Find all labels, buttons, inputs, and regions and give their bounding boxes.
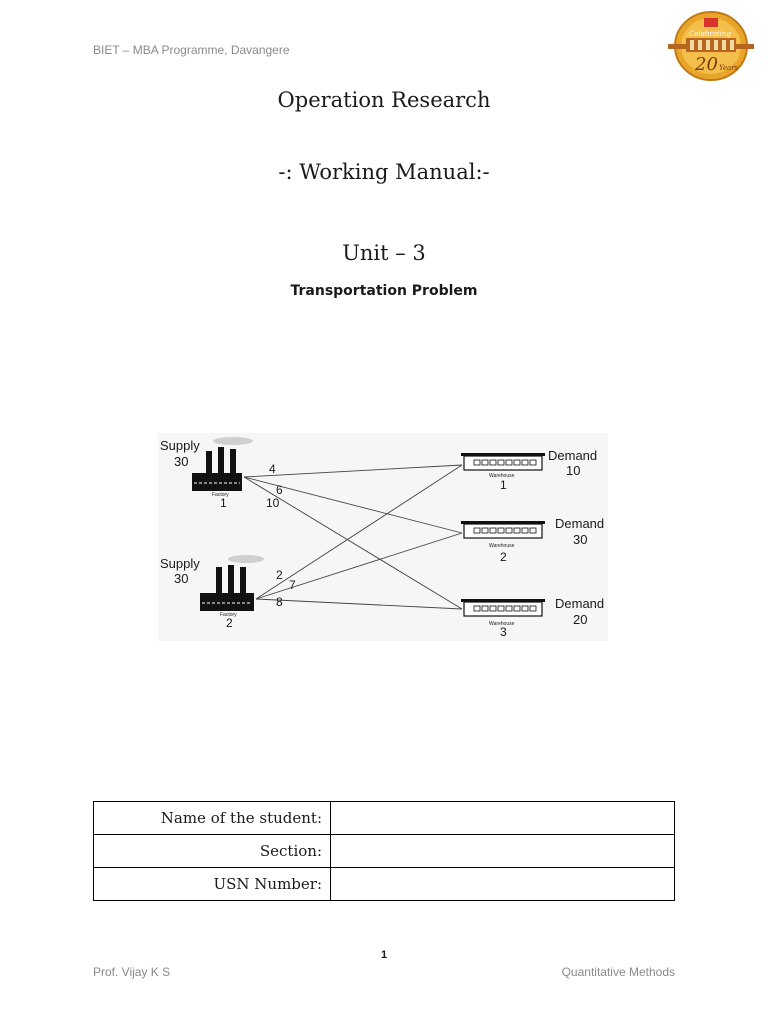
footer-subject: Quantitative Methods — [561, 965, 675, 979]
svg-text:Supply: Supply — [160, 556, 200, 571]
warehouse-2: Warehouse 2 Demand 30 — [461, 516, 604, 564]
svg-text:1: 1 — [220, 496, 227, 510]
table-row: Name of the student: — [93, 801, 675, 835]
transportation-network-diagram: Supply 30 Factory 1 Supply 30 Factory 2 — [158, 433, 608, 641]
cost-label-1-1: 4 — [269, 462, 276, 476]
svg-text:10: 10 — [566, 463, 580, 478]
section-field[interactable] — [330, 834, 675, 868]
usn-label: USN Number: — [93, 867, 331, 901]
svg-text:30: 30 — [174, 571, 188, 586]
anniversary-logo: 20 Years Celebrating — [668, 11, 754, 81]
usn-field[interactable] — [330, 867, 675, 901]
cost-label-1-2: 6 — [276, 483, 283, 497]
svg-text:Demand: Demand — [555, 596, 604, 611]
factory-1-icon — [192, 437, 253, 491]
svg-text:30: 30 — [573, 532, 587, 547]
header-institution: BIET – MBA Programme, Davangere — [93, 43, 290, 57]
svg-text:Warehouse: Warehouse — [489, 543, 515, 549]
factory-2: Supply 30 Factory 2 — [160, 555, 264, 630]
svg-text:Demand: Demand — [548, 448, 597, 463]
svg-text:Warehouse: Warehouse — [489, 473, 515, 479]
cost-label-2-2: 7 — [289, 578, 296, 592]
factory-1: Supply 30 Factory 1 — [160, 437, 253, 510]
warehouse-2-icon — [461, 521, 545, 539]
footer-author: Prof. Vijay K S — [93, 965, 171, 979]
svg-text:30: 30 — [174, 454, 188, 469]
cost-label-2-3: 8 — [276, 595, 283, 609]
svg-text:3: 3 — [500, 625, 507, 639]
warehouse-3: Warehouse 3 Demand 20 — [461, 596, 604, 639]
route-lines — [243, 464, 463, 610]
svg-text:Factory: Factory — [220, 612, 237, 618]
course-title: Operation Research — [277, 88, 491, 112]
svg-text:Factory: Factory — [212, 492, 229, 498]
svg-text:20: 20 — [694, 54, 718, 75]
svg-text:Celebrating: Celebrating — [689, 30, 731, 38]
student-details-table: Name of the student: Section: USN Number… — [93, 801, 675, 901]
unit-title: Unit – 3 — [342, 241, 426, 265]
svg-text:Demand: Demand — [555, 516, 604, 531]
warehouse-1: Warehouse 1 Demand 10 — [461, 448, 597, 492]
route-line-1-2 — [243, 476, 463, 534]
route-line-1-3 — [243, 476, 463, 610]
svg-text:2: 2 — [226, 616, 233, 630]
table-row: Section: — [93, 834, 675, 868]
svg-text:20: 20 — [573, 612, 587, 627]
name-field[interactable] — [330, 801, 675, 835]
svg-text:Supply: Supply — [160, 438, 200, 453]
route-line-2-1 — [255, 464, 463, 600]
svg-text:1: 1 — [500, 478, 507, 492]
route-line-2-2 — [255, 532, 463, 600]
page-number: 1 — [380, 949, 388, 961]
manual-title: -: Working Manual:- — [278, 160, 490, 184]
warehouse-1-icon — [461, 453, 545, 471]
svg-text:2: 2 — [500, 550, 507, 564]
topic-title: Transportation Problem — [290, 283, 478, 299]
table-row: USN Number: — [93, 867, 675, 901]
svg-text:Warehouse: Warehouse — [489, 621, 515, 627]
route-line-2-3 — [255, 598, 463, 610]
name-label: Name of the student: — [93, 801, 331, 835]
section-label: Section: — [93, 834, 331, 868]
route-line-1-1 — [243, 464, 463, 478]
svg-text:Years: Years — [719, 64, 739, 72]
cost-label-2-1: 2 — [276, 568, 283, 582]
cost-label-1-3: 10 — [266, 496, 280, 510]
warehouse-3-icon — [461, 599, 545, 617]
factory-2-icon — [200, 555, 264, 611]
